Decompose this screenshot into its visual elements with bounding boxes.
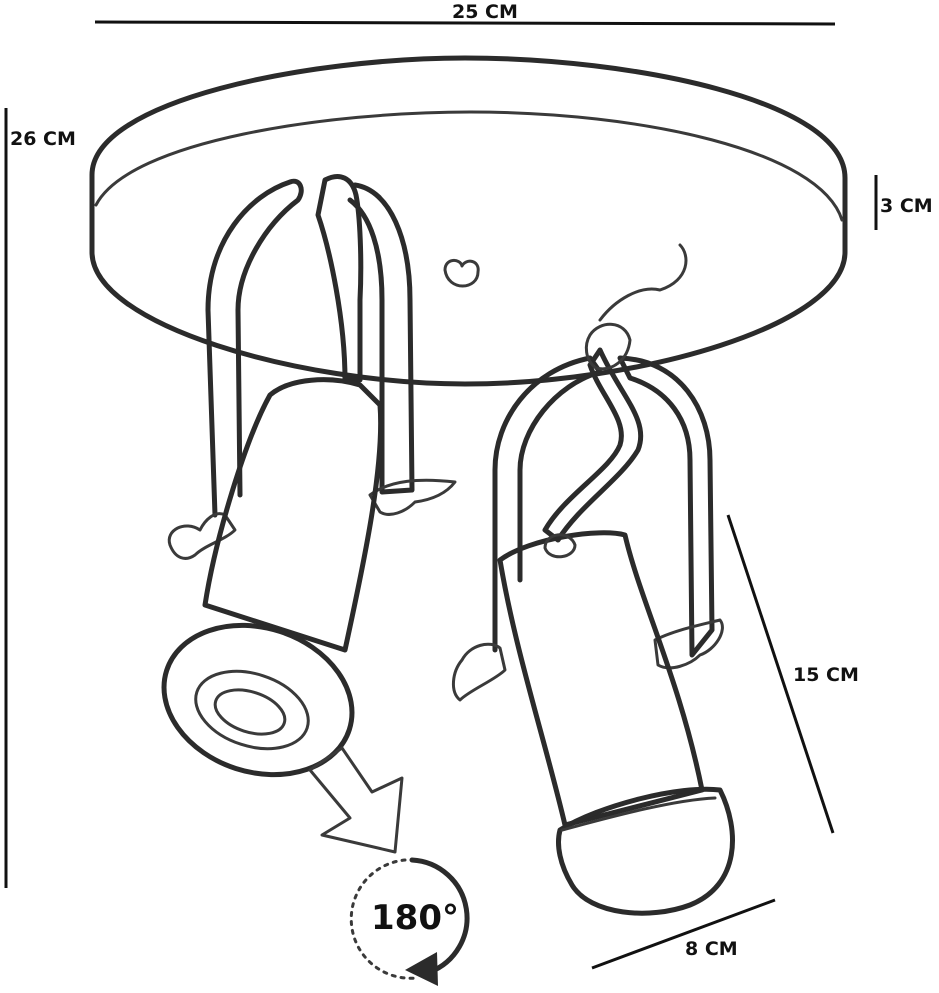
height-label: 26 CM [10,128,76,150]
left-spot-bracket [167,174,457,560]
width-label: 25 CM [452,1,518,23]
rotation-180-icon [349,857,470,986]
spot-diameter-label: 8 CM [685,938,738,960]
thickness-label: 3 CM [880,195,933,217]
left-spot-body [161,377,384,778]
tilt-arrow-icon [308,746,404,854]
diameter-dimension-line [591,898,776,970]
arm-length-label: 15 CM [793,664,859,686]
rotation-label: 180° [371,898,459,938]
arm-length-dimension-line [726,514,835,834]
width-dimension-line [94,20,836,26]
right-spot-bracket [452,243,724,702]
ceiling-canopy [89,55,848,387]
right-spot-body [497,530,735,916]
